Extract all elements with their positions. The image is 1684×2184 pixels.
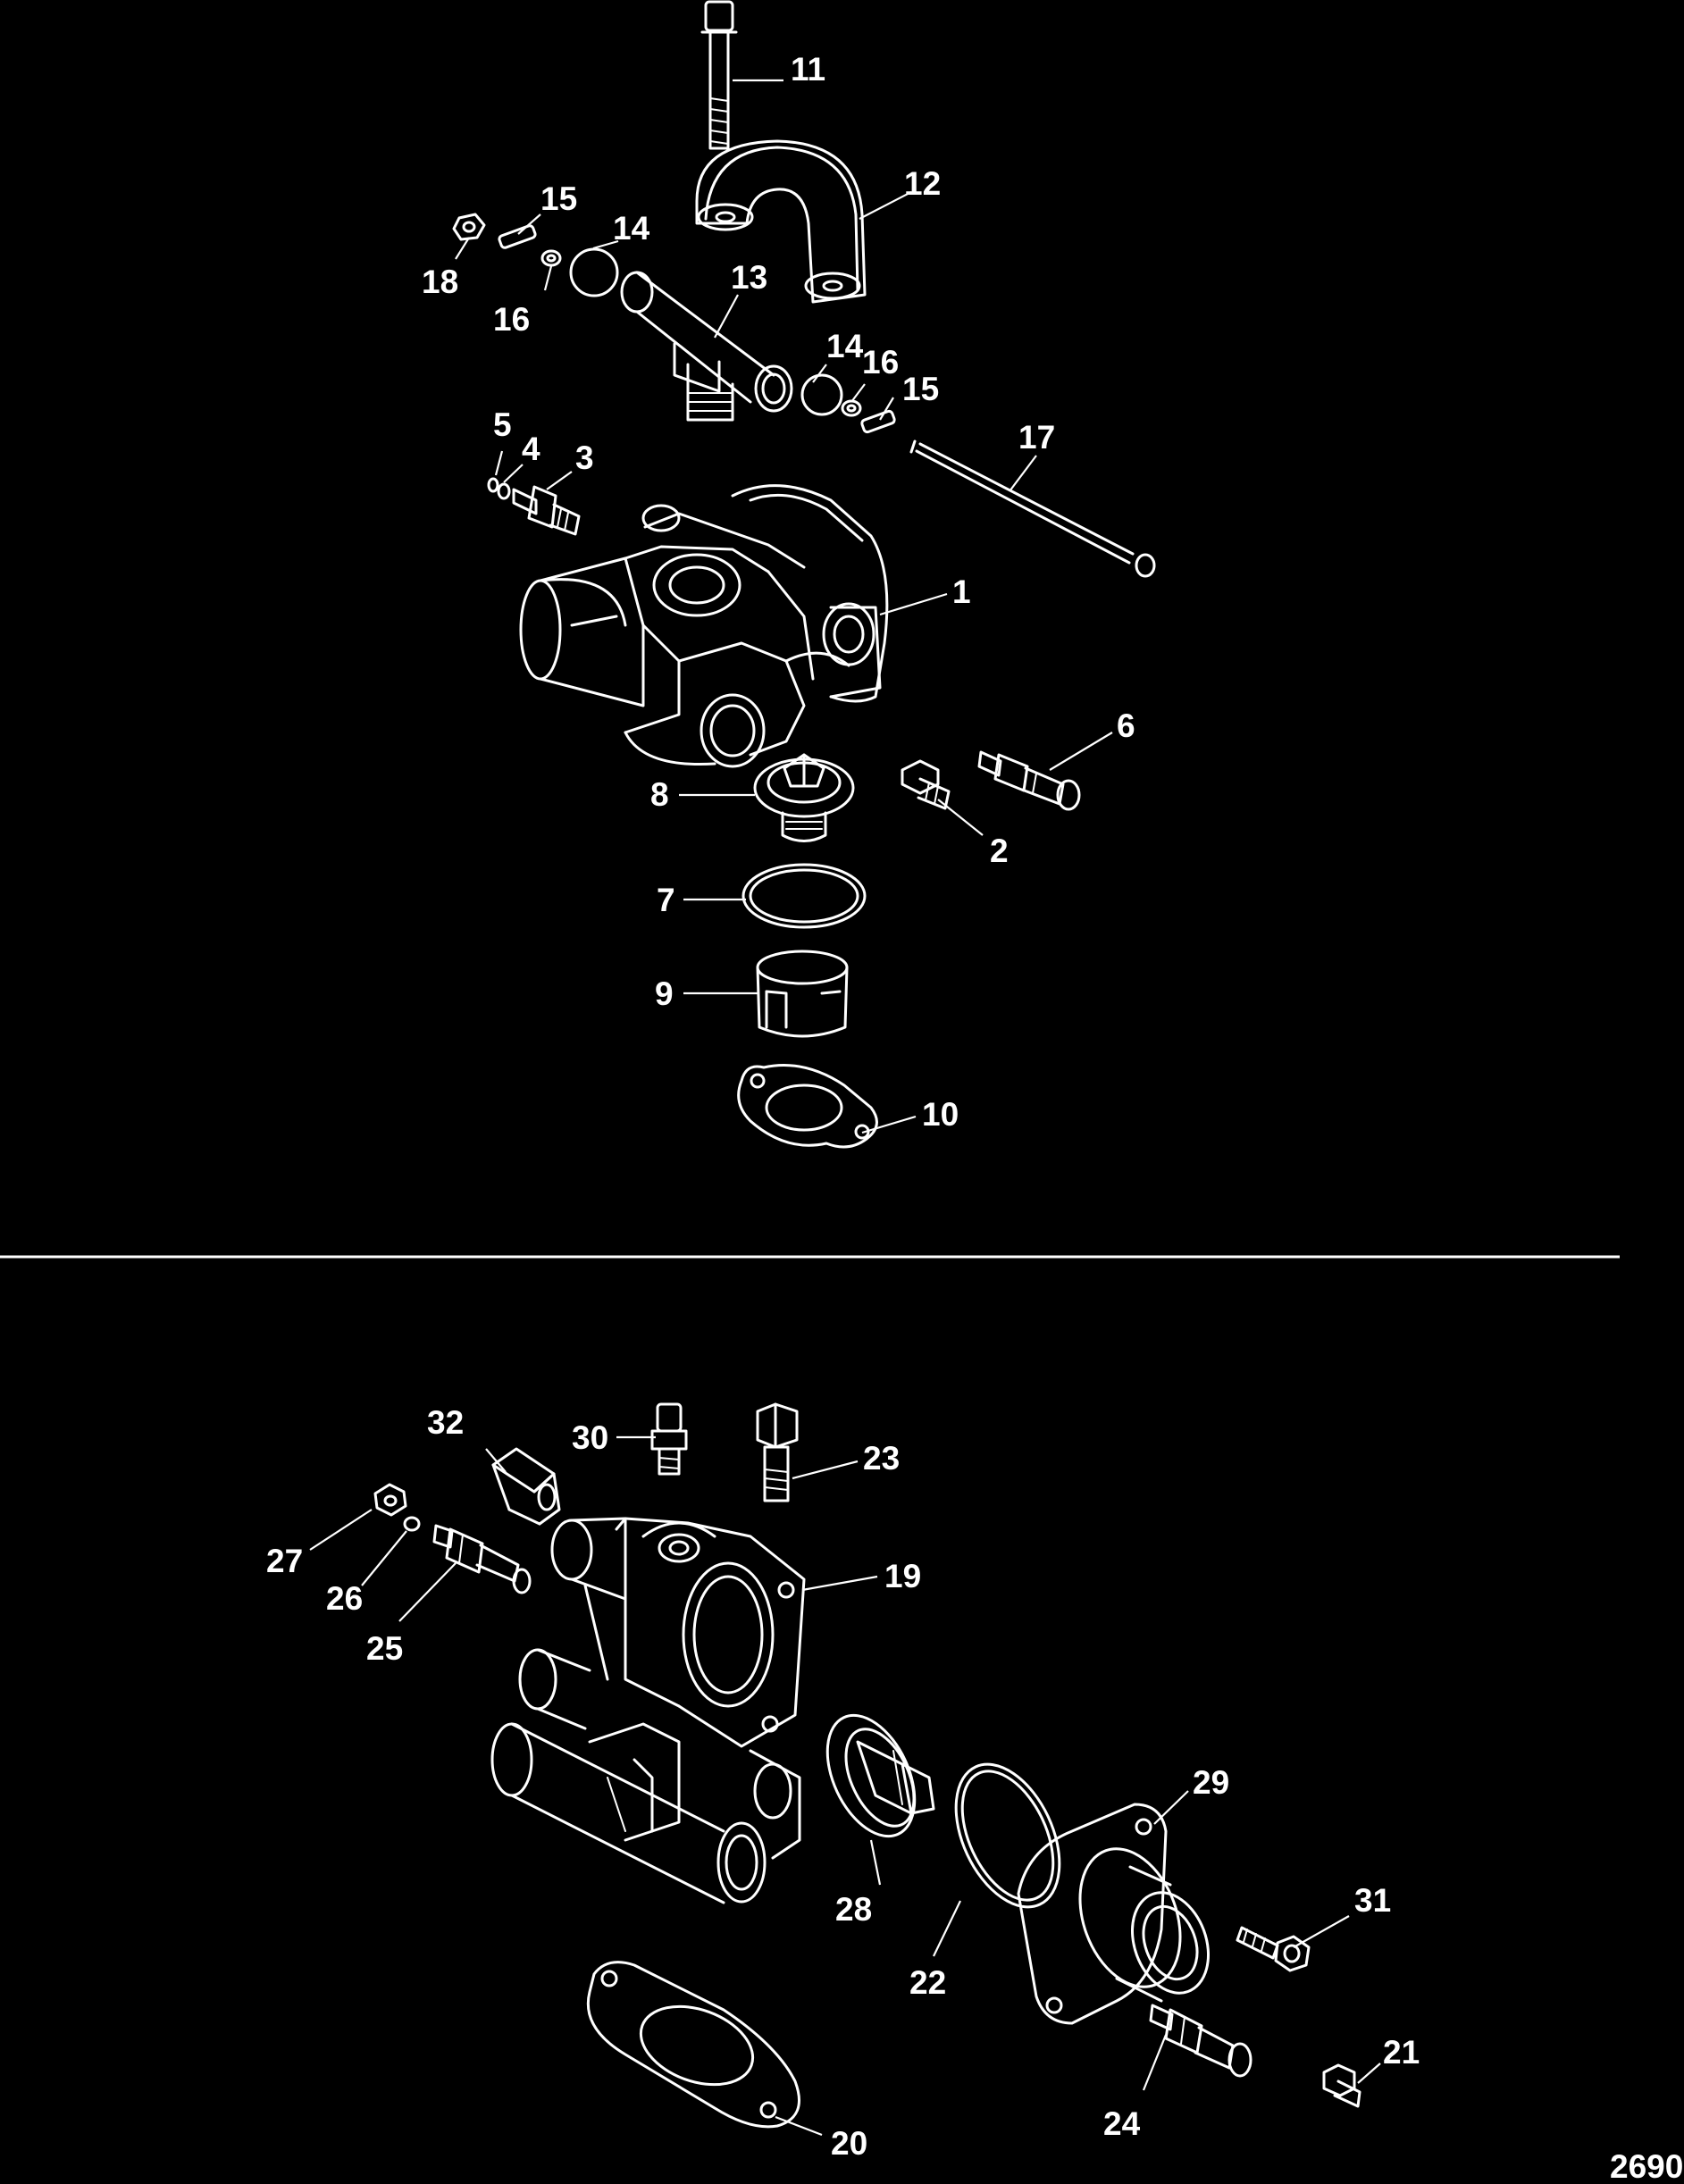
callout-25: 25 xyxy=(366,1630,403,1667)
part-9-sleeve xyxy=(756,950,849,1038)
callout-9: 9 xyxy=(655,975,674,1012)
part-28-thermostat xyxy=(825,1713,935,1838)
part-15-stud-lower xyxy=(860,409,896,434)
callout-19: 19 xyxy=(884,1558,921,1594)
part-14-cap-lower xyxy=(800,373,843,416)
part-10-gasket xyxy=(737,1064,878,1149)
part-5-washer xyxy=(487,477,499,493)
callout-28: 28 xyxy=(835,1891,872,1928)
callout-20: 20 xyxy=(831,2125,867,2162)
part-12-clamp xyxy=(695,139,867,304)
part-6-temperature-sender xyxy=(977,750,1081,811)
callout-24: 24 xyxy=(1103,2105,1141,2142)
part-7-o-ring xyxy=(741,863,867,929)
callout-22: 22 xyxy=(909,1964,946,2001)
callout-26: 26 xyxy=(326,1580,363,1617)
callout-14-upper: 14 xyxy=(613,210,650,247)
callout-11: 11 xyxy=(791,51,825,88)
part-19-housing-tubes xyxy=(490,1648,801,1904)
callouts-lower: 32 30 23 27 26 25 19 28 22 29 31 20 24 2… xyxy=(266,1404,1420,2162)
callout-31: 31 xyxy=(1354,1882,1391,1919)
part-3-sender xyxy=(512,485,581,536)
part-26-washer xyxy=(403,1516,421,1532)
part-16-washer-lower xyxy=(841,399,862,417)
callout-32: 32 xyxy=(427,1404,464,1441)
callout-29: 29 xyxy=(1193,1764,1229,1801)
callout-12: 12 xyxy=(904,165,941,202)
part-30-pressure-sender xyxy=(650,1402,688,1476)
part-17-rod xyxy=(909,439,1156,578)
callout-16-lower: 16 xyxy=(862,344,899,381)
part-21-plug xyxy=(1322,2063,1361,2108)
callouts-upper: 11 12 13 14 14 15 15 16 16 17 18 5 4 3 1… xyxy=(422,51,1135,1133)
part-2-plug xyxy=(901,759,951,810)
part-8-thermostat xyxy=(753,753,855,842)
part-20-gasket xyxy=(586,1961,800,2129)
callout-15-lower: 15 xyxy=(902,371,939,407)
callout-27: 27 xyxy=(266,1543,303,1579)
part-32-fitting xyxy=(491,1447,561,1526)
leader-lines-upper xyxy=(455,79,1113,1134)
callout-1: 1 xyxy=(952,573,971,610)
callout-13: 13 xyxy=(731,259,767,296)
callout-14-lower: 14 xyxy=(826,328,864,364)
part-13-tee-fitting xyxy=(620,271,793,422)
part-16-washer-upper xyxy=(540,249,562,267)
part-19-thermostat-housing xyxy=(550,1517,806,1748)
part-31-bolt xyxy=(1236,1926,1311,1972)
callout-8: 8 xyxy=(650,776,669,813)
callout-21: 21 xyxy=(1383,2034,1420,2071)
callout-17: 17 xyxy=(1018,419,1055,456)
callout-30: 30 xyxy=(572,1419,608,1456)
callout-18: 18 xyxy=(422,264,458,300)
callout-4: 4 xyxy=(522,431,540,467)
part-15-stud-upper xyxy=(498,224,537,249)
figure-number: 2690 xyxy=(1610,2148,1683,2184)
callout-16-upper: 16 xyxy=(493,301,530,338)
part-22-o-ring xyxy=(954,1762,1061,1909)
callout-2: 2 xyxy=(990,833,1009,869)
part-4-washer xyxy=(497,482,511,500)
part-14-cap-upper xyxy=(569,247,619,297)
part-25-sender xyxy=(432,1524,532,1594)
callout-10: 10 xyxy=(922,1096,959,1133)
part-1-thermostat-housing xyxy=(519,484,889,768)
part-29-cover xyxy=(1017,1803,1211,2025)
leader-lines-lower xyxy=(309,1435,1381,2137)
part-23-bolt xyxy=(756,1402,799,1502)
callout-6: 6 xyxy=(1117,707,1135,744)
callout-3: 3 xyxy=(575,439,594,476)
part-24-temperature-sender xyxy=(1149,2004,1253,2078)
callout-5: 5 xyxy=(493,406,512,443)
part-27-nut xyxy=(373,1483,407,1517)
callout-23: 23 xyxy=(863,1440,900,1477)
callout-7: 7 xyxy=(657,882,675,918)
part-18-nut xyxy=(452,213,486,241)
callout-15-upper: 15 xyxy=(540,180,577,217)
part-11-bolt xyxy=(700,0,738,150)
